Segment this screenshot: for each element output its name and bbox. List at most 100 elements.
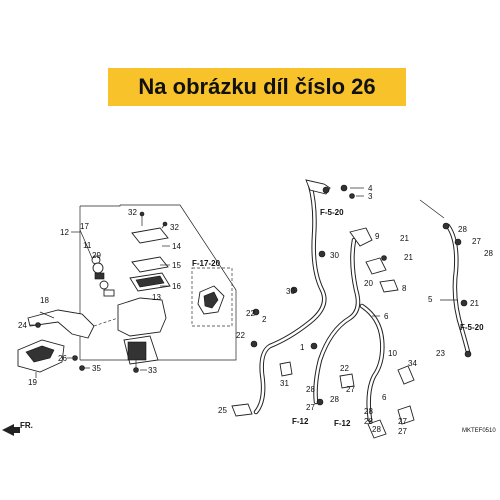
callout-3: 3 (368, 192, 373, 201)
callout-13: 13 (152, 293, 161, 302)
lever-holder-inner (25, 345, 55, 363)
fr-arrow-icon (2, 424, 20, 436)
callout-27a: 27 (346, 385, 355, 394)
banner-text: Na obrázku díl číslo 26 (138, 74, 376, 99)
callout-14: 14 (172, 242, 181, 251)
callout-27d: 27 (398, 427, 407, 436)
screw-33 (133, 367, 139, 373)
callout-12: 12 (60, 228, 69, 237)
callout-21a: 21 (404, 253, 413, 262)
washer-28c (316, 398, 324, 406)
callout-22b: 22 (236, 331, 245, 340)
bolt-23 (464, 350, 472, 358)
brake-switch (127, 341, 147, 361)
diaphragm-inner (135, 275, 165, 288)
callout-2: 2 (262, 315, 267, 324)
callout-5: 5 (428, 295, 433, 304)
leader-17 (79, 229, 89, 249)
bolt-25 (231, 403, 253, 417)
references: F-5-20 F-5-20 F-17-20 F-12 F-12 (192, 208, 484, 428)
piston-part-4 (99, 280, 109, 290)
bolt-22 (339, 373, 355, 389)
master-cylinder-group (17, 204, 237, 378)
callout-23: 23 (436, 349, 445, 358)
callout-28a: 28 (306, 385, 315, 394)
diagram-code: MKTEF0510 (462, 428, 496, 434)
joint-block (349, 227, 373, 247)
clip-30b (310, 342, 318, 350)
bolt-27a (454, 238, 462, 246)
callout-8: 8 (402, 284, 407, 293)
hose-fitting-20a (365, 257, 387, 275)
callout-32a: 32 (128, 208, 137, 217)
callout-31: 31 (280, 379, 289, 388)
callout-28c: 28 (364, 407, 373, 416)
brake-hose-7-inner (360, 304, 384, 422)
callout-10: 10 (388, 349, 397, 358)
clip-30 (318, 250, 326, 258)
callout-17: 17 (80, 222, 89, 231)
brake-hoses-group (231, 179, 472, 439)
bolt-35 (79, 365, 85, 371)
piston-part-2 (92, 262, 104, 274)
callout-27c: 27 (398, 417, 407, 426)
callout-22a: 22 (246, 309, 255, 318)
piston-part-5 (103, 289, 115, 297)
brake-hose-1-inner (254, 183, 326, 414)
callout-32b: 32 (170, 223, 179, 232)
callout-27e: 27 (472, 237, 481, 246)
callout-15: 15 (172, 261, 181, 270)
callout-25: 25 (218, 406, 227, 415)
callout-18: 18 (40, 296, 49, 305)
washer-28a (442, 222, 450, 230)
callout-9: 9 (375, 232, 380, 241)
callout-1: 1 (300, 343, 305, 352)
ref-f12-left[interactable]: F-12 (292, 417, 309, 426)
piston-part-3 (94, 272, 105, 280)
diaphragm-plate (131, 256, 169, 273)
callout-20a: 20 (364, 279, 373, 288)
callout-28e: 28 (372, 425, 381, 434)
callout-6: 6 (384, 312, 389, 321)
direction-indicator: FR. (2, 421, 33, 436)
bolt-22b (252, 308, 260, 316)
callouts: 4 3 9 21 20 8 6 30 30 2 22 22 1 31 22 10… (18, 184, 493, 436)
nut-26 (72, 355, 78, 361)
master-cylinder-body (117, 297, 167, 337)
callout-16: 16 (172, 282, 181, 291)
leader-f5-top (419, 199, 445, 219)
callout-21c: 21 (400, 234, 409, 243)
bolt-4 (340, 184, 348, 192)
callout-27b: 27 (306, 403, 315, 412)
mount-bracket-inner (203, 291, 219, 309)
callout-28f: 28 (458, 225, 467, 234)
screw-32a-head (139, 211, 145, 217)
clip-31 (279, 361, 293, 377)
ref-f17-20[interactable]: F-17-20 (192, 259, 221, 268)
callout-34: 34 (408, 359, 417, 368)
group-frame (80, 204, 237, 361)
callout-30b: 30 (286, 287, 295, 296)
piston-kit (91, 255, 115, 297)
banjo-28 (397, 405, 415, 425)
hose-top-fitting-bolt (322, 186, 330, 194)
callout-30a: 30 (330, 251, 339, 260)
callout-28b: 28 (330, 395, 339, 404)
f17-20-box (191, 267, 233, 327)
callout-28g: 28 (484, 249, 493, 258)
callout-24: 24 (18, 321, 27, 330)
bolt-21 (381, 255, 387, 261)
bolt-21b (460, 299, 468, 307)
lever-link (93, 317, 119, 327)
clamp-10 (397, 365, 415, 385)
leader-18 (39, 311, 55, 319)
bolt-24 (35, 322, 41, 328)
ref-f5-20-right[interactable]: F-5-20 (460, 323, 484, 332)
reservoir-cap (131, 227, 169, 244)
ref-f5-20-top[interactable]: F-5-20 (320, 208, 344, 217)
callout-4: 4 (368, 184, 373, 193)
callout-21b: 21 (470, 299, 479, 308)
ref-f12-right[interactable]: F-12 (334, 419, 351, 428)
